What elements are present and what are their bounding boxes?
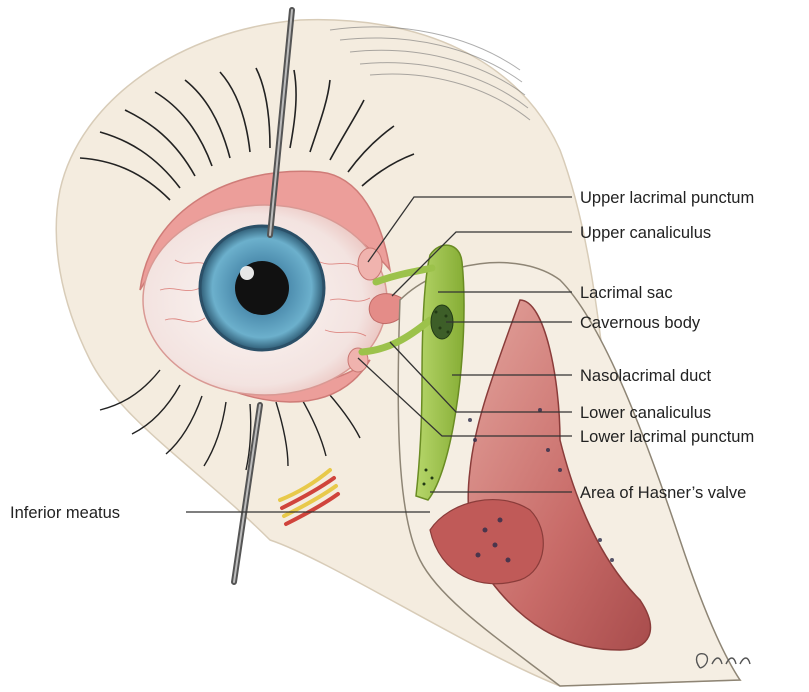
label-nasolacrimal-duct: Nasolacrimal duct <box>580 367 712 385</box>
label-upper-canaliculus: Upper canaliculus <box>580 224 711 242</box>
label-inferior-meatus: Inferior meatus <box>10 504 120 522</box>
label-lacrimal-sac: Lacrimal sac <box>580 284 673 302</box>
label-area-of-hasners-valve: Area of Hasner’s valve <box>580 484 746 502</box>
upper-punctum-bump <box>358 248 382 280</box>
corneal-reflection <box>240 266 254 280</box>
label-upper-lacrimal-punctum: Upper lacrimal punctum <box>580 189 754 207</box>
label-lower-canaliculus: Lower canaliculus <box>580 404 711 422</box>
label-cavernous-body: Cavernous body <box>580 314 701 332</box>
label-lower-lacrimal-punctum: Lower lacrimal punctum <box>580 428 754 446</box>
